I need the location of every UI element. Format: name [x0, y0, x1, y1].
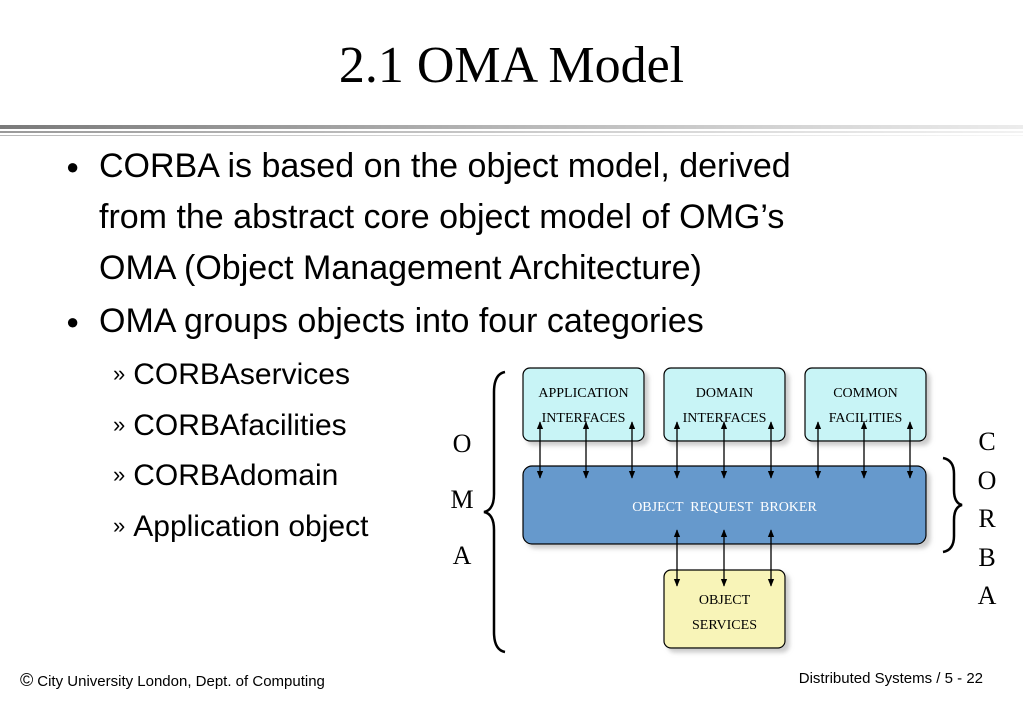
- bullet-text: CORBA is based on the object model, deri…: [99, 141, 791, 294]
- sub-bullet-text: CORBAdomain: [133, 459, 339, 492]
- bullet-text: OMA groups objects into four categories: [99, 296, 704, 347]
- sub-bullet-application-object: » Application object: [113, 507, 368, 549]
- object-services-line1: OBJECT: [699, 593, 751, 608]
- sub-bullet-marker: »: [113, 513, 126, 538]
- copyright-icon: ©: [20, 670, 34, 690]
- corba-letter-o: O: [978, 466, 997, 495]
- bullet-line: from the abstract core object model of O…: [99, 198, 785, 236]
- sub-bullet-text: CORBAfacilities: [133, 409, 347, 442]
- corba-letter-r: R: [978, 504, 996, 533]
- application-interfaces-line1: APPLICATION: [538, 386, 628, 401]
- object-services-line2: SERVICES: [692, 618, 757, 633]
- sub-bullet-text: CORBAservices: [133, 358, 350, 391]
- sub-bullet-marker: »: [113, 462, 126, 487]
- domain-interfaces-line2: INTERFACES: [683, 411, 767, 426]
- common-facilities-line2: FACILITIES: [829, 411, 903, 426]
- corba-letter-c: C: [978, 427, 995, 456]
- application-interfaces-line2: INTERFACES: [542, 411, 626, 426]
- title-rule: [0, 125, 1023, 129]
- oma-brace-icon: [483, 370, 506, 654]
- corba-letter-b: B: [978, 543, 995, 572]
- sub-bullet-marker: »: [113, 412, 126, 437]
- sub-bullet-corbadomain: » CORBAdomain: [113, 456, 338, 498]
- footer-page-number: Distributed Systems / 5 - 22: [798, 670, 983, 687]
- sub-bullet-text: Application object: [133, 510, 369, 543]
- object-request-broker-label: OBJECT REQUEST BROKER: [632, 500, 817, 515]
- oma-letter-a: A: [453, 541, 472, 570]
- domain-interfaces-line1: DOMAIN: [696, 386, 754, 401]
- title-rule-thin: [0, 131, 1023, 133]
- footer-left-text: City University London, Dept. of Computi…: [37, 673, 325, 690]
- slide-title: 2.1 OMA Model: [338, 37, 685, 94]
- sub-bullet-corbaservices: » CORBAservices: [113, 355, 350, 397]
- bullet-line: OMA (Object Management Architecture): [99, 249, 702, 287]
- common-facilities-box: [804, 367, 927, 442]
- footer-institution: ©City University London, Dept. of Comput…: [20, 670, 325, 691]
- oma-letter-o: O: [453, 429, 472, 458]
- title-rule-hairline: [0, 135, 1023, 136]
- oma-architecture-diagram: O M A APPLICATION INTERFACES DOMAIN INTE…: [450, 367, 997, 654]
- bullet-dot-icon: ●: [66, 309, 80, 334]
- corba-letter-a: A: [978, 581, 997, 610]
- sub-bullet-corbafacilities: » CORBAfacilities: [113, 406, 347, 448]
- corba-brace-icon: [942, 456, 963, 554]
- common-facilities-line1: COMMON: [833, 386, 898, 401]
- sub-bullet-marker: »: [113, 361, 126, 386]
- bullet-line: CORBA is based on the object model, deri…: [99, 147, 791, 185]
- application-interfaces-box: [522, 367, 645, 442]
- bullet-dot-icon: ●: [66, 154, 80, 179]
- bullet-line: OMA groups objects into four categories: [99, 302, 704, 340]
- oma-letter-m: M: [450, 485, 473, 514]
